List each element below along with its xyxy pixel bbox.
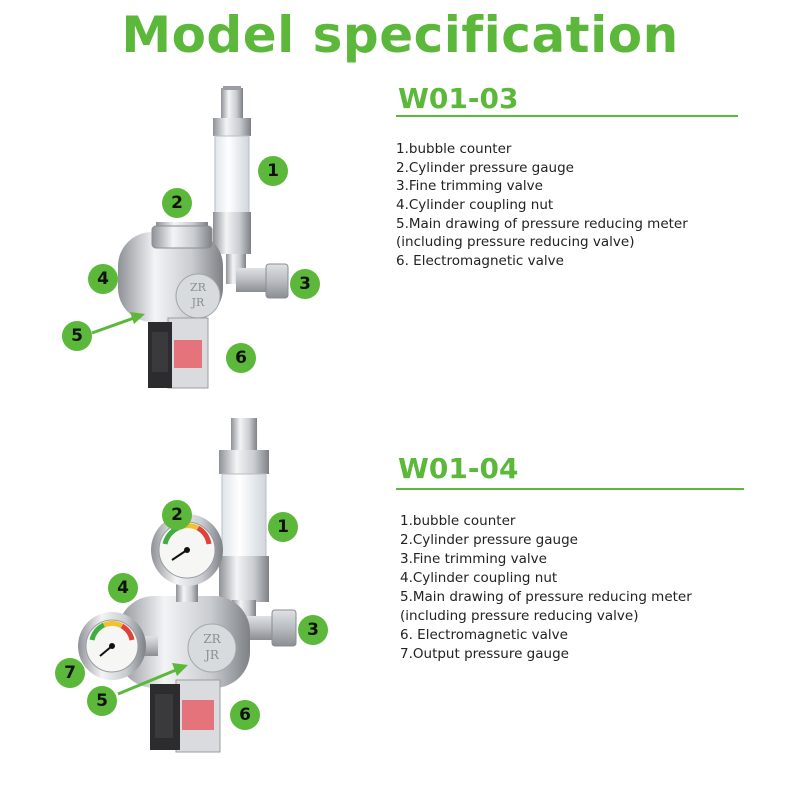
marker-5: 5 — [87, 686, 117, 716]
spec-item: 3.Fine trimming valve — [396, 178, 543, 195]
spec-item: 1.bubble counter — [400, 513, 516, 529]
marker-4: 4 — [88, 264, 118, 294]
svg-text:ZR: ZR — [203, 632, 221, 646]
page-title: Model specification — [121, 6, 679, 64]
spec-item: 2.Cylinder pressure gauge — [396, 159, 574, 176]
spec-item: 6. Electromagnetic valve — [400, 627, 568, 643]
spec-item: 5.Main drawing of pressure reducing mete… — [396, 215, 688, 232]
marker-1: 1 — [258, 156, 288, 186]
spec-item: (including pressure reducing valve) — [396, 234, 635, 251]
marker-2: 2 — [162, 188, 192, 218]
svg-text:JR: JR — [191, 296, 205, 309]
model-w01-04-heading: W01-04 — [398, 452, 519, 485]
spec-list-w01-04: 1.bubble counter 2.Cylinder pressure gau… — [400, 512, 692, 664]
spec-item: 2.Cylinder pressure gauge — [400, 532, 578, 548]
arrow-marker-5 — [91, 312, 145, 335]
regulator-w01-04-image: ZR JR — [78, 418, 297, 753]
svg-text:ZR: ZR — [190, 281, 207, 294]
spec-item: 4.Cylinder coupling nut — [400, 570, 558, 586]
regulator-w01-03-image: ZR JR — [118, 86, 289, 389]
marker-3: 3 — [290, 269, 320, 299]
marker-4: 4 — [108, 573, 138, 603]
marker-1: 1 — [268, 512, 298, 542]
marker-7: 7 — [55, 658, 85, 688]
marker-3: 3 — [298, 615, 328, 645]
svg-text:JR: JR — [203, 648, 220, 662]
arrow-marker-5 — [117, 663, 188, 696]
spec-item: 7.Output pressure gauge — [400, 646, 569, 662]
spec-item: 5.Main drawing of pressure reducing mete… — [400, 589, 692, 605]
spec-item: (including pressure reducing valve) — [400, 608, 639, 624]
marker-5: 5 — [62, 321, 92, 351]
spec-item: 3.Fine trimming valve — [400, 551, 547, 567]
spec-item: 1.bubble counter — [396, 141, 512, 157]
marker-2: 2 — [162, 500, 192, 530]
model-w01-03-heading: W01-03 — [398, 82, 519, 115]
spec-item: 6. Electromagnetic valve — [396, 253, 564, 270]
spec-item: 4.Cylinder coupling nut — [396, 197, 554, 214]
divider-line — [396, 115, 738, 117]
divider-line — [396, 488, 744, 490]
marker-6: 6 — [230, 700, 260, 730]
spec-list-w01-03: 1.bubble counter 2.Cylinder pressure gau… — [396, 140, 688, 271]
marker-6: 6 — [226, 343, 256, 373]
